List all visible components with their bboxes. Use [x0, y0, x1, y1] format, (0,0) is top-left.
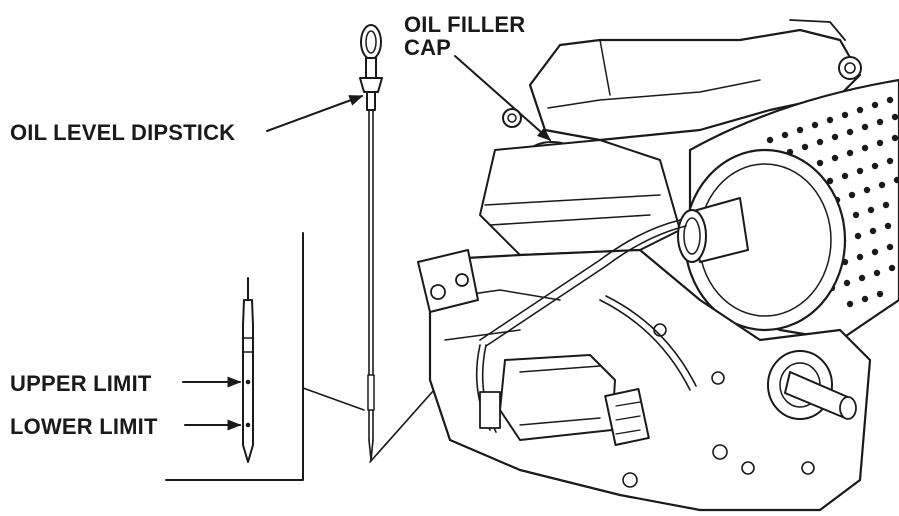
detail-bracket [165, 232, 451, 481]
oil-filler-cap-label-line1: OIL FILLER [404, 12, 526, 37]
dipstick-icon [359, 24, 383, 461]
oil-level-dipstick-label: OIL LEVEL DIPSTICK [10, 120, 236, 145]
lower-limit-label: LOWER LIMIT [10, 414, 158, 439]
oil-filler-cap-label-line2: CAP [404, 35, 452, 60]
dipstick-detail-icon [242, 277, 254, 463]
upper-limit-label: UPPER LIMIT [10, 371, 152, 396]
engine-illustration [417, 19, 899, 512]
leader-arrows [182, 55, 552, 431]
oil-filler-cap-label: OIL FILLER CAP [404, 13, 525, 59]
